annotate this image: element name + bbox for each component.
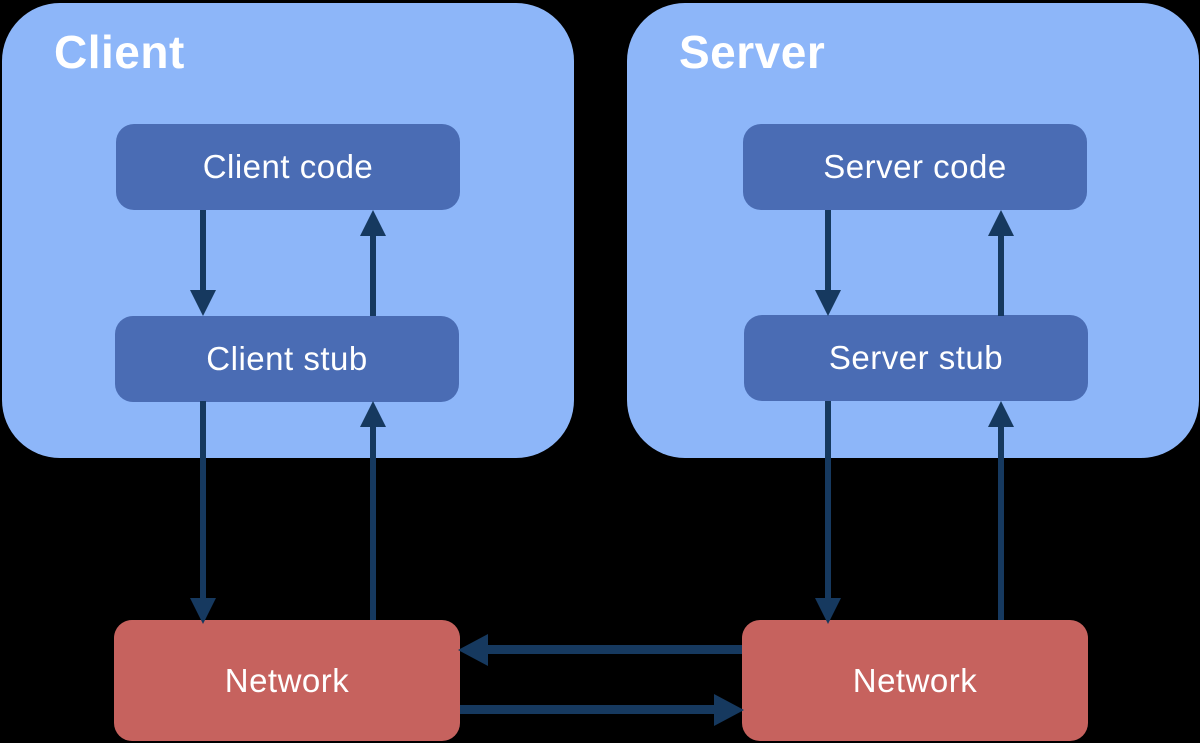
client-code-to-stub-arrow-line	[200, 210, 206, 292]
server-network-label: Network	[852, 661, 978, 699]
server-stub-to-network-arrowhead-icon	[815, 598, 841, 624]
client-stub-to-code-arrowhead-icon	[360, 210, 386, 236]
server-stub-to-network-arrow-line	[825, 401, 831, 600]
client-code-box: Client code	[116, 124, 460, 210]
client-stub-to-network-arrow-line	[200, 401, 206, 600]
client-network-label: Network	[224, 661, 350, 699]
server-network-to-client-network-arrowhead-icon	[458, 634, 488, 666]
server-network-box: Network	[742, 620, 1088, 741]
server-network-to-stub-arrowhead-icon	[988, 401, 1014, 427]
server-code-label: Server code	[823, 148, 1007, 185]
server-stub-box: Server stub	[744, 315, 1088, 401]
client-network-box: Network	[114, 620, 460, 741]
server-code-to-stub-arrow-line	[825, 210, 831, 292]
server-stub-to-code-arrowhead-icon	[988, 210, 1014, 236]
client-stub-label: Client stub	[206, 340, 368, 377]
server-stub-to-code-arrow-line	[998, 234, 1004, 316]
server-network-to-client-network-arrow-line	[486, 645, 742, 654]
server-title: Server	[679, 26, 826, 78]
client-stub-to-code-arrow-line	[370, 234, 376, 316]
client-network-to-server-network-arrow-line	[460, 705, 716, 714]
server-network-to-stub-arrow-line	[998, 425, 1004, 620]
client-stub-box: Client stub	[115, 316, 459, 402]
client-code-label: Client code	[202, 148, 374, 185]
server-code-box: Server code	[743, 124, 1087, 210]
client-stub-to-network-arrowhead-icon	[190, 598, 216, 624]
client-network-to-stub-arrow-line	[370, 425, 376, 620]
client-title: Client	[54, 26, 185, 78]
server-code-to-stub-arrowhead-icon	[815, 290, 841, 316]
server-stub-label: Server stub	[828, 339, 1004, 376]
client-code-to-stub-arrowhead-icon	[190, 290, 216, 316]
client-network-to-server-network-arrowhead-icon	[714, 694, 744, 726]
client-network-to-stub-arrowhead-icon	[360, 401, 386, 427]
